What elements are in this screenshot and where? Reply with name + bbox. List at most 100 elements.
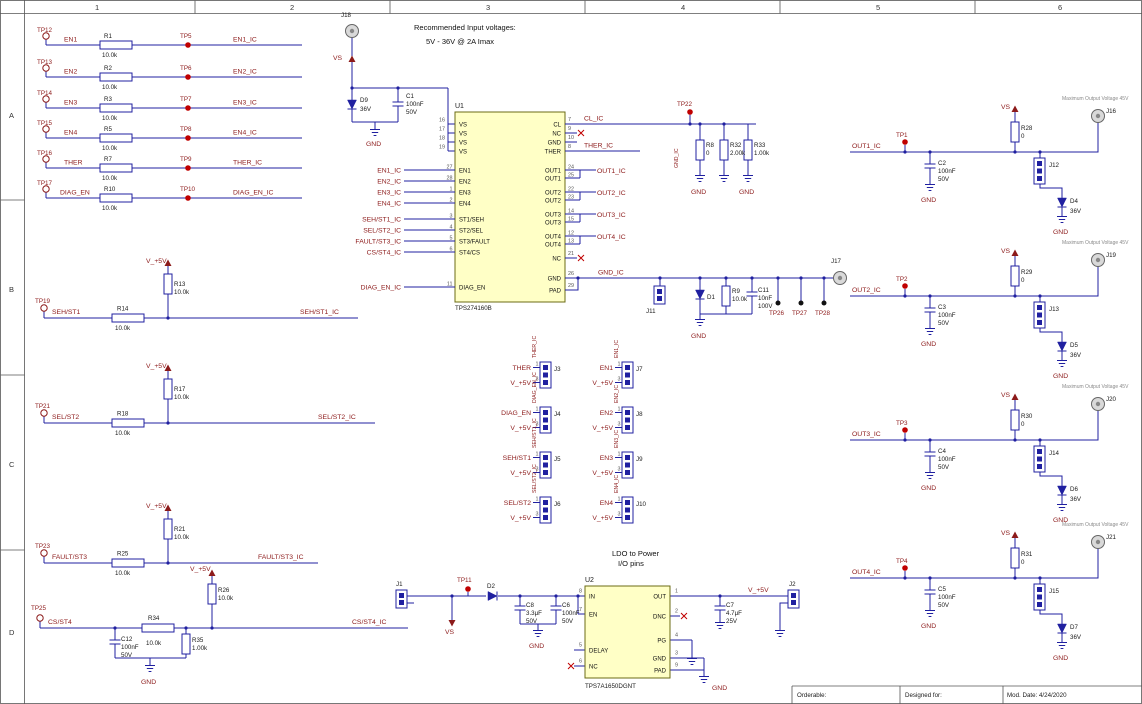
connector bbox=[1091, 397, 1105, 411]
pin-number: 1 bbox=[450, 187, 453, 193]
output-row-out2: OUT2_IC TP2 C3 100nF 50V GND R29 0 VS J1… bbox=[850, 240, 1129, 380]
junction bbox=[822, 276, 826, 280]
no-connect-x bbox=[577, 129, 585, 137]
resistor-body bbox=[99, 72, 133, 82]
title-block-designed-for: Designed for: bbox=[905, 692, 942, 699]
pin-number: 21 bbox=[568, 251, 574, 257]
capacitor-value: 100nF bbox=[938, 168, 956, 175]
junction bbox=[166, 316, 170, 320]
testpoint-label: TP9 bbox=[180, 156, 192, 163]
pin-name: OUT bbox=[653, 595, 666, 601]
jumper-j5: J5 SEH/ST1 1 V_+5V 3 SEH/ST1_IC bbox=[503, 418, 561, 479]
pin-number: 3 bbox=[618, 377, 621, 383]
junction bbox=[928, 438, 932, 442]
testpoint-label: TP2 bbox=[896, 276, 908, 283]
testpoint-red bbox=[185, 165, 191, 171]
resistor-value: 10.0k bbox=[115, 325, 131, 332]
connector-label: J17 bbox=[831, 258, 842, 265]
resistor-value: 0 bbox=[706, 150, 710, 157]
capacitor bbox=[924, 159, 936, 173]
power-arrow bbox=[448, 620, 456, 627]
net-label: V_+5V bbox=[510, 380, 531, 387]
pin-number: 24 bbox=[568, 165, 574, 171]
resistor-body bbox=[99, 40, 133, 50]
junction bbox=[1013, 576, 1017, 580]
junction bbox=[799, 276, 803, 280]
testpoint-label: TP25 bbox=[31, 605, 47, 612]
pin-number: 10 bbox=[568, 135, 574, 141]
testpoint-open bbox=[40, 549, 48, 557]
pin-number: 3 bbox=[618, 512, 621, 518]
capacitor-ref: C2 bbox=[938, 160, 946, 167]
pin-name: OUT4 bbox=[545, 234, 562, 240]
resistor-body bbox=[207, 583, 217, 605]
capacitor-value: 100nF bbox=[938, 594, 956, 601]
testpoint-label: TP19 bbox=[35, 298, 51, 305]
capacitor-value: 50V bbox=[938, 320, 950, 327]
junction bbox=[1013, 294, 1017, 298]
testpoint-red bbox=[902, 427, 908, 433]
header-3pin bbox=[539, 361, 552, 389]
zener-diode bbox=[1057, 193, 1067, 213]
junction bbox=[698, 276, 702, 280]
vs-input-section: J18 VS D9 36V C1 100nF 50V GND bbox=[333, 12, 455, 152]
connector-label: J11 bbox=[646, 308, 656, 315]
ic-body-u1 bbox=[454, 111, 566, 303]
junction bbox=[554, 594, 558, 598]
net-label: V_+5V bbox=[592, 425, 613, 432]
power-label: VS bbox=[1001, 104, 1011, 111]
junction bbox=[518, 594, 522, 598]
resistor-body bbox=[163, 378, 173, 400]
net-label: DIAG_EN_IC bbox=[361, 284, 402, 291]
capacitor-ref: C5 bbox=[938, 586, 946, 593]
resistor-body bbox=[1010, 547, 1020, 569]
resistor-value: 0 bbox=[1021, 421, 1025, 428]
resistor-body bbox=[163, 273, 173, 295]
pin-name: IN bbox=[589, 595, 595, 601]
pin-number: 1 bbox=[675, 589, 678, 595]
pin-number: 2 bbox=[450, 198, 453, 204]
pin-number: 23 bbox=[568, 195, 574, 201]
resistor-ref: R33 bbox=[754, 142, 766, 149]
gnd-symbol bbox=[742, 172, 754, 182]
junction bbox=[576, 594, 580, 598]
gnd-symbol bbox=[924, 469, 936, 479]
output-row-out1: OUT1_IC TP1 C2 100nF 50V GND R28 0 VS J1… bbox=[850, 96, 1129, 236]
net-label: SEL/ST2 bbox=[504, 500, 531, 507]
note-max-output: Maximum Output Voltage 45V bbox=[1062, 240, 1129, 246]
testpoint-label: TP5 bbox=[180, 33, 192, 40]
pin-number: 4 bbox=[675, 633, 678, 639]
pullup-seh-st1: TP19 SEH/ST1 R14 10.0k R13 10.0k V_+5V S… bbox=[35, 258, 358, 332]
gnd-symbol bbox=[144, 662, 156, 672]
testpoint-label: TP8 bbox=[180, 126, 192, 133]
gnd-symbol bbox=[924, 181, 936, 191]
net-label: EN1 bbox=[64, 37, 77, 44]
enable-row-diag-en: TP17 DIAG_EN R10 10.0k TP10 DIAG_EN_IC bbox=[37, 180, 302, 212]
connector-label: J5 bbox=[554, 456, 561, 463]
power-label: VS bbox=[1001, 530, 1011, 537]
header-3pin bbox=[539, 406, 552, 434]
resistor-value: 0 bbox=[1021, 133, 1025, 140]
capacitor bbox=[924, 585, 936, 599]
testpoint-open bbox=[40, 409, 48, 417]
connector-label: J1 bbox=[396, 581, 403, 588]
resistor-body bbox=[141, 623, 175, 633]
resistor-body bbox=[695, 139, 705, 161]
resistor-value: 10.0k bbox=[102, 52, 118, 59]
testpoint-label: TP26 bbox=[769, 310, 785, 317]
testpoint-label: TP22 bbox=[677, 101, 693, 108]
capacitor-value: 10nF bbox=[758, 295, 772, 302]
net-label: EN3_IC bbox=[377, 189, 401, 196]
zener-diode bbox=[1057, 619, 1067, 639]
resistor-value: 10.0k bbox=[102, 115, 118, 122]
resistor-value: 10.0k bbox=[102, 145, 118, 152]
pin-name: OUT2 bbox=[545, 198, 562, 204]
testpoint-label: TP15 bbox=[37, 120, 53, 127]
net-label: DIAG_EN bbox=[501, 410, 531, 417]
power-arrow bbox=[1011, 249, 1019, 256]
gnd-label: GND bbox=[921, 341, 936, 348]
gnd-symbol bbox=[774, 627, 786, 637]
net-label: THER_IC bbox=[233, 160, 262, 167]
pin-number: 3 bbox=[618, 422, 621, 428]
